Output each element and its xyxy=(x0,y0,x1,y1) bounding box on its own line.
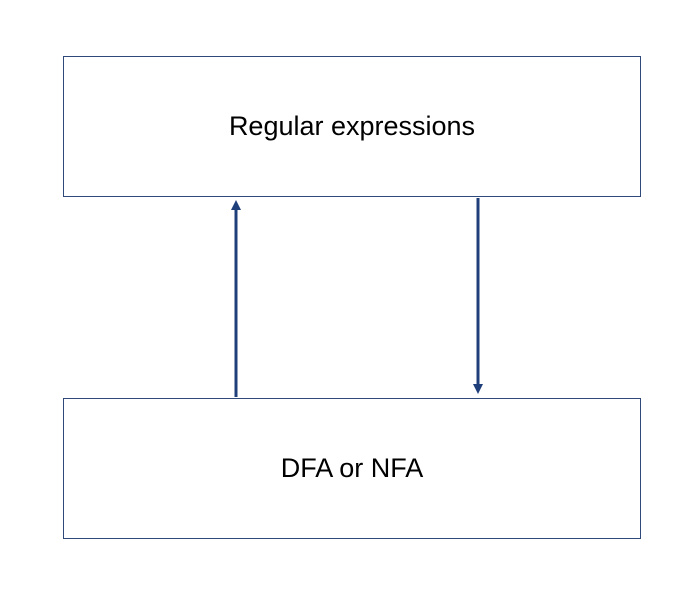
regular-expressions-label: Regular expressions xyxy=(228,111,476,141)
dfa-or-nfa-box: DFA or NFA xyxy=(63,398,641,539)
dfa-or-nfa-label: DFA or NFA xyxy=(280,453,424,483)
regular-expressions-box: Regular expressions xyxy=(63,56,641,197)
